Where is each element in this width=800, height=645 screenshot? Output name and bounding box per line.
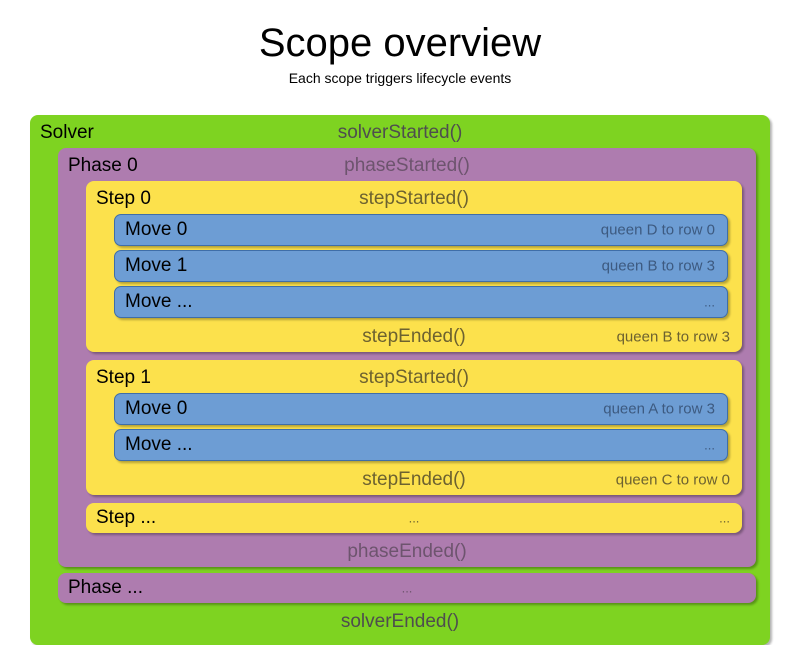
phase-scope-ellipsis[interactable]: Phase ... ...	[58, 573, 756, 603]
step-started-row-1: Step 1 stepStarted()	[86, 363, 742, 393]
move-scope-0-2[interactable]: Move ... ...	[114, 286, 728, 318]
step-started-event-0: stepStarted()	[359, 188, 469, 209]
solver-scope[interactable]: Solver solverStarted() Phase 0 phaseStar…	[30, 115, 770, 645]
move-label-0-1: Move 1	[125, 255, 188, 276]
move-detail-0-0: queen D to row 0	[600, 221, 715, 239]
solver-ended-row: solverEnded()	[30, 607, 770, 637]
step-started-event-1: stepStarted()	[359, 367, 469, 388]
solver-started-row: Solver solverStarted()	[30, 118, 770, 148]
phase-started-event-0: phaseStarted()	[344, 155, 470, 176]
phase-label-0: Phase 0	[68, 155, 138, 176]
move-row-0-1: Move 1 queen B to row 3	[115, 251, 727, 281]
move-scope-1-1[interactable]: Move ... ...	[114, 429, 728, 461]
move-scope-0-1[interactable]: Move 1 queen B to row 3	[114, 250, 728, 282]
move-row-1-1: Move ... ...	[115, 430, 727, 460]
move-label-0-0: Move 0	[125, 219, 188, 240]
phase-label-ellipsis: Phase ...	[68, 577, 143, 598]
phase-ellipsis-event: ...	[401, 580, 413, 596]
move-label-1-0: Move 0	[125, 398, 188, 419]
solver-label: Solver	[40, 122, 94, 143]
move-row-0-0: Move 0 queen D to row 0	[115, 215, 727, 245]
solver-started-event: solverStarted()	[337, 122, 463, 143]
move-label-1-1: Move ...	[125, 434, 193, 455]
phase-ellipsis-row: Phase ... ...	[58, 573, 756, 603]
move-detail-1-1: ...	[704, 437, 715, 453]
page-header: Scope overview Each scope triggers lifec…	[0, 0, 800, 86]
phase-ended-event-0: phaseEnded()	[347, 541, 467, 562]
step-ellipsis-event: ...	[408, 510, 420, 526]
step-ellipsis-row: Step ... ... ...	[86, 503, 742, 533]
move-detail-1-0: queen A to row 3	[603, 400, 715, 418]
move-row-0-2: Move ... ...	[115, 287, 727, 317]
move-detail-0-1: queen B to row 3	[601, 257, 715, 275]
move-label-0-2: Move ...	[125, 291, 193, 312]
step-ended-detail-1: queen C to row 0	[615, 471, 730, 489]
step-scope-0[interactable]: Step 0 stepStarted() Move 0 queen D to r…	[86, 181, 742, 352]
phase-ended-row-0: phaseEnded()	[58, 537, 756, 567]
solver-ended-event: solverEnded()	[340, 611, 460, 632]
phase-scope-0[interactable]: Phase 0 phaseStarted() Step 0 stepStarte…	[58, 148, 756, 567]
step-scope-1[interactable]: Step 1 stepStarted() Move 0 queen A to r…	[86, 360, 742, 495]
move-row-1-0: Move 0 queen A to row 3	[115, 394, 727, 424]
phase-started-row-0: Phase 0 phaseStarted()	[58, 151, 756, 181]
move-scope-0-0[interactable]: Move 0 queen D to row 0	[114, 214, 728, 246]
step-label-ellipsis: Step ...	[96, 507, 157, 528]
step-ended-row-0: stepEnded() queen B to row 3	[86, 322, 742, 352]
step-label-0: Step 0	[96, 188, 151, 209]
step-ended-row-1: stepEnded() queen C to row 0	[86, 465, 742, 495]
step-started-row-0: Step 0 stepStarted()	[86, 184, 742, 214]
step-label-1: Step 1	[96, 367, 151, 388]
page-subtitle: Each scope triggers lifecycle events	[288, 70, 512, 86]
move-scope-1-0[interactable]: Move 0 queen A to row 3	[114, 393, 728, 425]
step-ellipsis-detail: ...	[719, 510, 730, 526]
page-title: Scope overview	[258, 21, 542, 65]
step-scope-ellipsis[interactable]: Step ... ... ...	[86, 503, 742, 533]
step-ended-detail-0: queen B to row 3	[616, 328, 730, 346]
move-detail-0-2: ...	[704, 294, 715, 310]
